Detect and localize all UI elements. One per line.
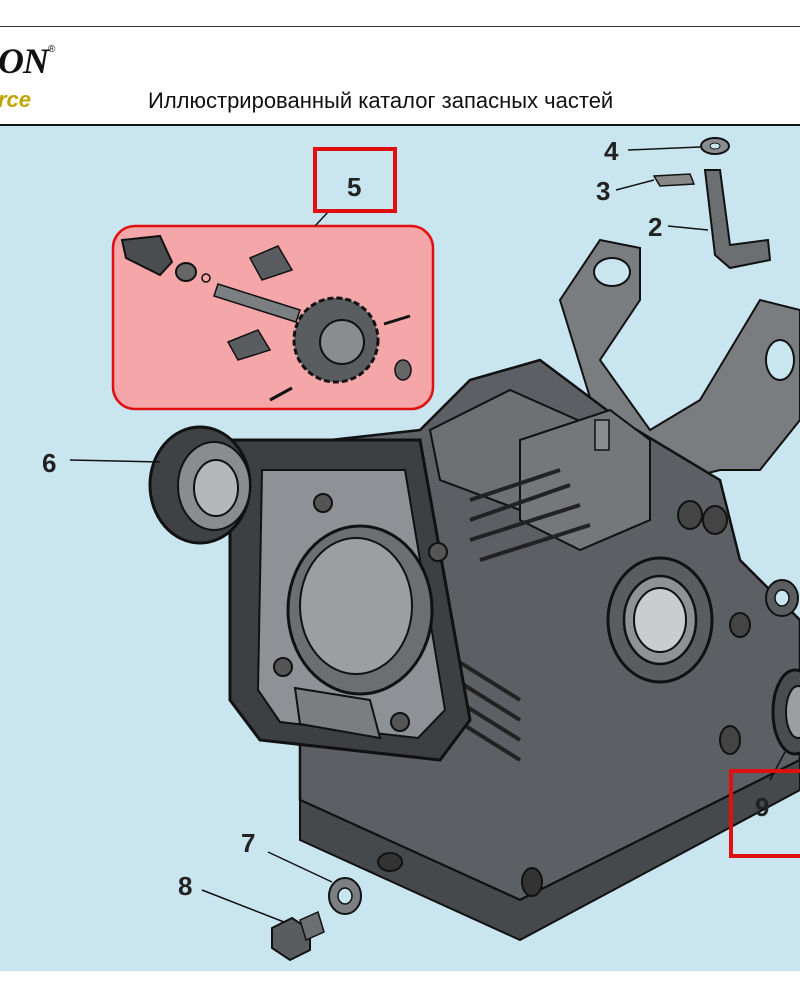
page-header [0, 27, 800, 125]
callout-6: 6 [42, 448, 56, 478]
part-2-lever [667, 169, 772, 270]
part-3-clip [615, 173, 696, 191]
callout-9: 9 [755, 792, 769, 822]
part-5-governor-assembly [111, 211, 435, 411]
part-8-bolt [201, 889, 325, 962]
registered-mark: ® [48, 44, 56, 55]
parts-diagram: 4 3 2 5 6 7 8 9 [0, 126, 800, 971]
callout-8: 8 [178, 871, 192, 901]
callout-3: 3 [596, 176, 610, 206]
brand-logo: ON [0, 41, 49, 81]
part-7-washer [267, 851, 362, 915]
top-border-line [0, 26, 800, 27]
part-9-callout-box [729, 769, 800, 858]
callout-5: 5 [347, 172, 361, 202]
callout-7: 7 [241, 828, 255, 858]
part-9-seal [765, 579, 800, 781]
page-title: Иллюстрированный каталог запасных частей [148, 88, 614, 113]
page-footer [0, 971, 800, 1000]
brand-logo-subtitle: rce [0, 87, 32, 112]
part-5-callout-box [313, 147, 397, 213]
callout-2: 2 [648, 212, 662, 242]
part-4-washer [627, 137, 730, 155]
part-6-bearing [69, 425, 252, 545]
cylinder-face [228, 438, 472, 762]
header-divider [0, 124, 800, 126]
callout-4: 4 [604, 136, 619, 166]
engine-crankcase-drawing: 4 3 2 5 6 7 8 9 [42, 136, 800, 962]
